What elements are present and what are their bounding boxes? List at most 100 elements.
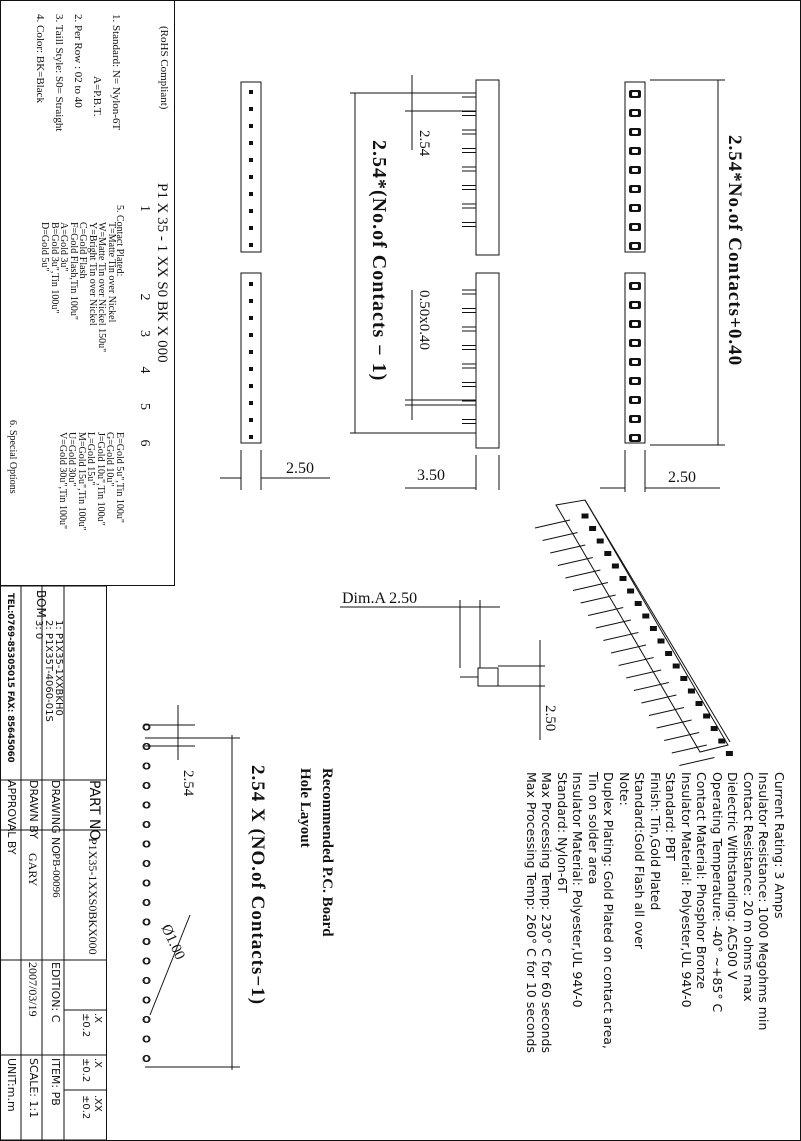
legend-standard-b: A=P.B.T. — [91, 76, 103, 117]
header-3d-hole — [611, 563, 619, 569]
pcb-hole-row1 — [143, 840, 151, 848]
contact-slot — [249, 192, 253, 196]
contact-hole-inner — [632, 149, 638, 153]
special-options: 6. Special Options — [7, 420, 18, 494]
tol-xxx: .XX ±0.2 — [80, 1095, 103, 1120]
header-3d-pin — [641, 694, 677, 704]
pcb-hole-row1 — [143, 723, 151, 731]
edition-label: EDITION: C — [49, 962, 62, 1023]
contact-slot — [249, 367, 253, 371]
header-3d-hole — [710, 726, 718, 731]
specs-block: Current Rating: 3 Amps Insulator Resista… — [524, 772, 787, 1053]
header-3d-hole — [665, 651, 673, 656]
header-3d-hole — [627, 588, 635, 594]
header-3d-hole — [695, 701, 703, 706]
header-3d-pin — [550, 544, 586, 554]
header-3d-pin — [588, 607, 624, 616]
header-3d-body — [555, 499, 729, 753]
contact-hole-inner — [632, 398, 638, 402]
legend-items: 1. Standard: N= Nylon-6T A=P.B.T. 2. Per… — [30, 14, 125, 131]
pcb-hole-row1 — [143, 879, 151, 887]
pcb-hole-row1 — [143, 801, 151, 809]
contact-slot — [249, 175, 253, 179]
drawn-by-label: DRAWN BY — [27, 780, 40, 839]
connector-front-view-bottom — [475, 272, 500, 449]
contact-slot — [249, 435, 253, 439]
drawing-no-value: PB-00096 — [50, 853, 62, 898]
header-3d-hole — [642, 613, 650, 619]
header-3d-pin — [618, 657, 654, 666]
contact-hole-inner — [632, 187, 638, 191]
header-3d-hole — [634, 601, 642, 606]
contact-hole-inner — [632, 436, 638, 440]
header-3d-edge — [584, 499, 731, 743]
tel-fax: TEL:0769-85305015 FAX: 85645060 — [5, 593, 15, 763]
contact-hole-inner — [632, 417, 638, 421]
header-3d-hole — [619, 576, 627, 581]
header-3d-hole — [703, 713, 711, 719]
pin-size-label: 0.50x0.40 — [416, 290, 432, 350]
contact-slot — [249, 333, 253, 337]
header-3d-pin — [580, 594, 616, 604]
dim-a-label: Dim.A 2.50 — [342, 590, 418, 607]
contact-slot — [249, 226, 253, 230]
contact-hole-inner — [632, 322, 638, 326]
pcb-hole-row1 — [143, 782, 151, 789]
legend-color: 4. Color: BK=Black — [34, 14, 46, 104]
drawing-no-label: DRAWING NO — [49, 780, 62, 854]
dim-250-c: 2.50 — [542, 705, 558, 732]
pcb-hole-row1 — [143, 743, 151, 750]
tol-xx: .X ±0.2 — [80, 1058, 103, 1083]
header-3d-pin — [633, 682, 669, 691]
header-3d-pin — [595, 619, 631, 629]
header-3d-hole — [596, 538, 604, 544]
contact-slot — [249, 282, 253, 286]
header-3d-hole — [687, 688, 695, 694]
contact-hole-inner — [632, 206, 638, 210]
part-code-indices: 1 2 3 4 5 6 — [137, 205, 152, 447]
pcb-hole-row1 — [143, 762, 151, 770]
approval-label: APPROVAL BY — [5, 780, 18, 855]
pcb-hole-row1 — [143, 957, 151, 965]
contact-hole-inner — [632, 341, 638, 345]
contact-slot — [249, 384, 253, 388]
header-3d-hole — [680, 676, 688, 681]
connector-top-view-top — [624, 81, 646, 253]
contact-hole-inner — [632, 303, 638, 307]
bom-label: BOM — [34, 590, 48, 618]
contact-hole-inner — [632, 130, 638, 134]
legend-standard: 1. Standard: N= Nylon-6T — [110, 14, 122, 131]
drawn-by-value: GARY — [26, 853, 40, 887]
connector-front-view-top — [475, 79, 500, 256]
tol-x: .X ±0.2 — [80, 1013, 103, 1038]
bom-rows: 1: P1X35-1XXBKH0 2: P1X35T-4060-01S 3: 0 — [33, 620, 64, 722]
pcb-hole-row1 — [143, 1016, 151, 1023]
contact-hole-inner — [632, 379, 638, 383]
header-3d-pin — [572, 582, 609, 591]
header-3d-hole — [725, 751, 733, 756]
contact-plated-list-2: E=Gold 5u",Tin 100u" G=Gold 10u" J=Gold … — [57, 432, 125, 531]
pcb-hole-row1 — [143, 1035, 151, 1043]
contact-hole-inner — [632, 92, 638, 96]
pcb-hole-row1 — [143, 899, 151, 906]
contact-slot — [249, 243, 253, 247]
contact-hole-inner — [632, 360, 638, 364]
pcb-formula: 2.54 X (NO.of Contacts−1) — [247, 765, 268, 1006]
header-3d-hole — [718, 738, 726, 744]
length-formula-top: 2.54*No.of Contacts+0.40 — [724, 135, 745, 367]
date-value: 2007/03/19 — [26, 962, 40, 1017]
contact-hole-inner — [632, 244, 638, 248]
pcb-hole-row1 — [143, 996, 151, 1004]
connector-side-view-top — [240, 81, 262, 253]
header-3d-pin — [565, 569, 601, 579]
header-3d-pin — [603, 632, 639, 641]
contact-hole-inner — [632, 284, 638, 288]
contact-hole-inner — [632, 111, 638, 115]
header-3d-hole — [604, 551, 612, 556]
tail-250-a: 2.50 — [286, 460, 314, 477]
contact-hole-inner — [632, 225, 638, 229]
header-3d-pin — [534, 519, 571, 529]
pcb-hole-row1 — [143, 938, 151, 945]
unit-label: UNIT:m.m — [5, 1058, 18, 1112]
